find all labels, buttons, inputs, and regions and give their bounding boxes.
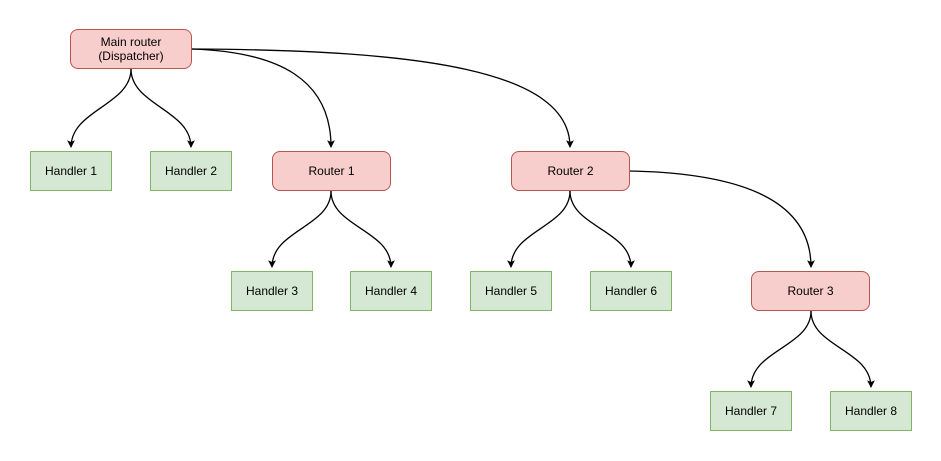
edge-router3-to-handler7	[747, 310, 812, 389]
node-label-handler6: Handler 6	[604, 284, 658, 298]
node-handler4[interactable]: Handler 4	[350, 271, 432, 311]
node-handler1[interactable]: Handler 1	[30, 151, 112, 191]
edge-router1-to-handler4	[330, 190, 395, 269]
node-label-router2: Router 2	[547, 164, 594, 178]
node-label-handler7: Handler 7	[724, 404, 778, 418]
node-handler8[interactable]: Handler 8	[830, 391, 912, 431]
node-handler5[interactable]: Handler 5	[470, 271, 552, 311]
edge-router1-to-handler3	[268, 190, 332, 269]
edge-router3-to-handler8	[810, 310, 875, 389]
node-router3[interactable]: Router 3	[751, 271, 870, 311]
node-label-router1: Router 1	[308, 164, 355, 178]
node-handler7[interactable]: Handler 7	[710, 391, 792, 431]
edge-router2-to-router3	[629, 170, 815, 269]
node-label-handler4: Handler 4	[364, 284, 418, 298]
node-label-handler5: Handler 5	[484, 284, 538, 298]
node-router1[interactable]: Router 1	[272, 151, 391, 191]
node-handler3[interactable]: Handler 3	[231, 271, 313, 311]
node-label-handler1: Handler 1	[44, 164, 98, 178]
edge-main-to-router1	[191, 48, 335, 149]
edge-main-to-handler2	[130, 68, 195, 149]
node-handler6[interactable]: Handler 6	[590, 271, 672, 311]
node-label-handler3: Handler 3	[245, 284, 299, 298]
node-label-handler8: Handler 8	[844, 404, 898, 418]
diagram-edges	[67, 48, 875, 389]
edge-router2-to-handler5	[507, 190, 571, 269]
node-label-main: Main router (Dispatcher)	[98, 35, 164, 63]
edge-router2-to-handler6	[569, 190, 635, 269]
node-label-handler2: Handler 2	[164, 164, 218, 178]
node-main[interactable]: Main router (Dispatcher)	[70, 29, 192, 69]
node-handler2[interactable]: Handler 2	[150, 151, 232, 191]
edge-main-to-handler1	[67, 68, 132, 149]
node-router2[interactable]: Router 2	[511, 151, 630, 191]
edge-main-to-router2	[191, 48, 574, 149]
node-label-router3: Router 3	[787, 284, 834, 298]
